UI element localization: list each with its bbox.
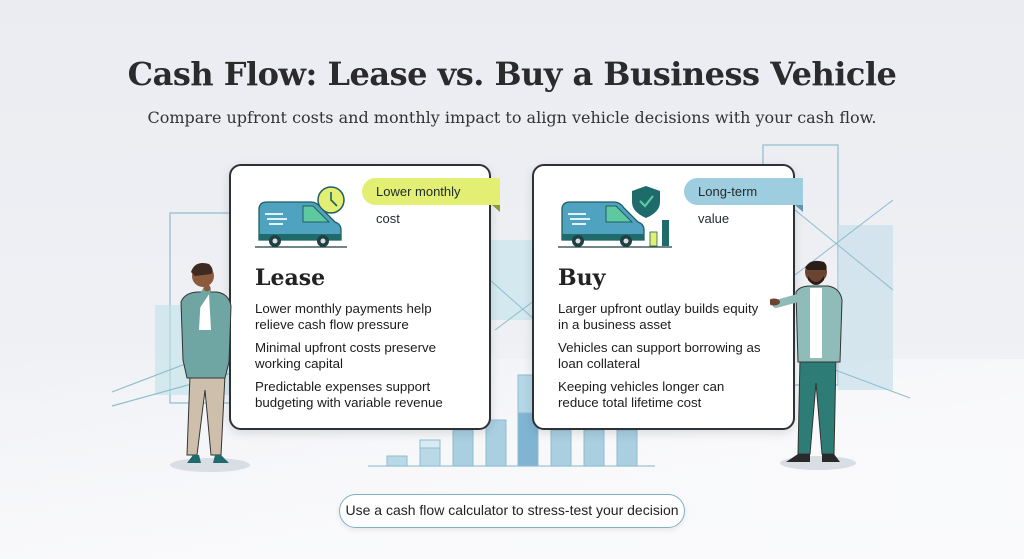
lease-point: Lower monthly payments help relieve cash… <box>255 301 432 332</box>
lease-points: Lower monthly payments help relieve cash… <box>255 301 465 418</box>
buy-point: Keeping vehicles longer can reduce total… <box>558 379 725 410</box>
page-title: Cash Flow: Lease vs. Buy a Business Vehi… <box>127 55 897 93</box>
buy-point: Larger upfront outlay builds equity in a… <box>558 301 759 332</box>
van-with-clock-icon <box>255 186 347 248</box>
buy-badge: Long-term value <box>684 178 803 226</box>
woman-thinking-illustration <box>170 263 250 472</box>
buy-point: Vehicles can support borrowing as loan c… <box>558 340 761 371</box>
man-thinking-illustration <box>770 260 856 470</box>
lease-point: Predictable expenses support budgeting w… <box>255 379 443 410</box>
page-subtitle: Compare upfront costs and monthly impact… <box>147 108 877 127</box>
lease-point: Minimal upfront costs preserve working c… <box>255 340 437 371</box>
van-with-shield-icon <box>558 186 672 248</box>
lease-title: Lease <box>255 265 326 291</box>
buy-points: Larger upfront outlay builds equity in a… <box>558 301 768 418</box>
lease-badge: Lower monthly cost <box>362 178 500 226</box>
cash-flow-calculator-button[interactable]: Use a cash flow calculator to stress-tes… <box>339 494 685 528</box>
buy-title: Buy <box>558 265 606 291</box>
